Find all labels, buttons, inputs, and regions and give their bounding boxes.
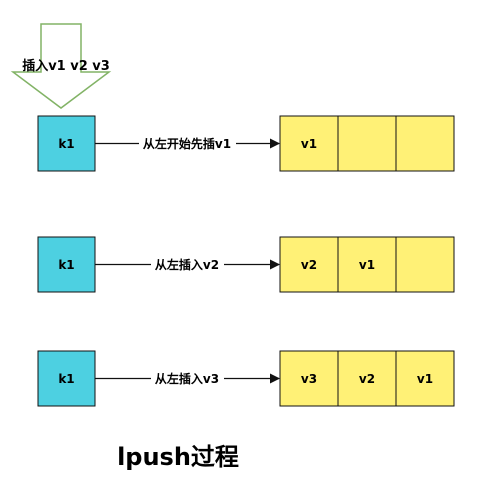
edge-label: 从左插入v2 — [155, 257, 219, 272]
list-cell-1-label: v3 — [301, 372, 317, 386]
edge-label: 从左插入v3 — [155, 371, 219, 386]
key-box — [37, 236, 96, 293]
edge-label-bg — [139, 134, 236, 152]
edge-label: 从左开始先插v1 — [143, 136, 231, 151]
row-1: k1 从左开始先插v1 v1 — [37, 115, 455, 172]
edge-label-bg — [151, 370, 224, 388]
key-box — [37, 115, 96, 172]
list-cell-3 — [395, 236, 455, 293]
list-cell-2 — [337, 350, 397, 407]
list-cell-3 — [395, 350, 455, 407]
insert-arrow-label: 插入v1 v2 v3 — [22, 58, 110, 74]
key-label: k1 — [58, 258, 74, 272]
list-cell-2-label: v1 — [359, 258, 375, 272]
list-cell-3-label: v1 — [417, 372, 433, 386]
list-cell-2 — [337, 115, 397, 172]
list-cell-1 — [279, 236, 339, 293]
list-cell-1-label: v1 — [301, 137, 317, 151]
list-cell-1-label: v2 — [301, 258, 317, 272]
edge-label-bg — [151, 256, 224, 274]
key-label: k1 — [58, 372, 74, 386]
row-3: k1 从左插入v3 v3 v2 v1 — [37, 350, 455, 407]
list-cell-2 — [337, 236, 397, 293]
list-cell-3 — [395, 115, 455, 172]
row-2: k1 从左插入v2 v2 v1 — [37, 236, 455, 293]
diagram-title: lpush过程 — [117, 443, 239, 471]
list-cell-2-label: v2 — [359, 372, 375, 386]
list-cell-1 — [279, 350, 339, 407]
key-label: k1 — [58, 137, 74, 151]
down-arrow-icon — [10, 23, 112, 109]
